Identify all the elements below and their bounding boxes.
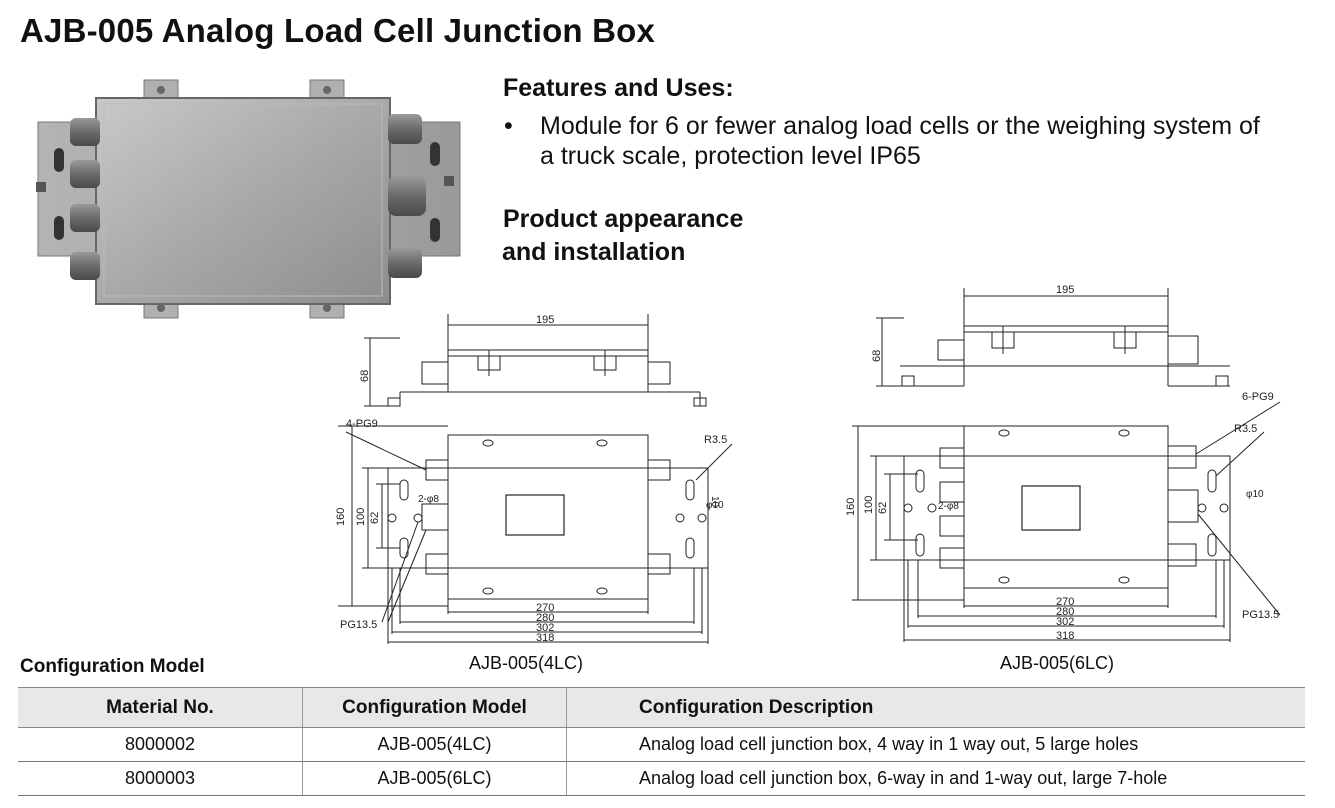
table-row: 8000003 AJB-005(6LC) Analog load cell ju…	[18, 761, 1305, 796]
dim-270: 270	[1056, 596, 1074, 608]
dim-10: 10	[709, 496, 720, 508]
features-heading: Features and Uses:	[503, 74, 734, 102]
label-pg9: 4-PG9	[346, 418, 378, 430]
cell-config-description: Analog load cell junction box, 6-way in …	[566, 761, 1305, 796]
dim-318: 318	[1056, 630, 1074, 642]
dim-195: 195	[536, 314, 554, 326]
feature-item: Module for 6 or fewer analog load cells …	[540, 112, 1260, 170]
label-holes: 2-φ8	[418, 494, 439, 505]
dim-160: 160	[845, 498, 857, 516]
appearance-heading-1: Product appearance	[503, 205, 744, 233]
caption-6lc: AJB-005(6LC)	[1000, 653, 1115, 673]
table-header-row: Material No. Configuration Model Configu…	[18, 687, 1305, 728]
label-holes: 2-φ8	[938, 501, 959, 512]
label-r35: R3.5	[1234, 423, 1257, 435]
bullet-marker: •	[504, 112, 513, 140]
product-photo	[36, 79, 461, 319]
dim-318: 318	[536, 632, 554, 644]
cell-config-model: AJB-005(4LC)	[302, 727, 567, 762]
label-pg135: PG13.5	[340, 619, 377, 631]
dim-270: 270	[536, 602, 554, 614]
dim-68: 68	[359, 370, 371, 382]
cell-material-no: 8000003	[18, 761, 303, 796]
cell-config-description: Analog load cell junction box, 4 way in …	[566, 727, 1305, 762]
dim-62: 62	[369, 512, 381, 524]
label-pg9: 6-PG9	[1242, 391, 1274, 403]
dim-68: 68	[871, 350, 883, 362]
config-table: Material No. Configuration Model Configu…	[18, 687, 1305, 796]
cell-material-no: 8000002	[18, 727, 303, 762]
dim-302: 302	[1056, 616, 1074, 628]
dim-160: 160	[335, 508, 347, 526]
page-title: AJB-005 Analog Load Cell Junction Box	[20, 12, 656, 49]
label-r35: R3.5	[704, 434, 727, 446]
dim-195: 195	[1056, 284, 1074, 296]
appearance-heading-2: and installation	[502, 238, 686, 266]
dim-100: 100	[863, 496, 875, 514]
drawing-6lc: 195 68 6-PG9 R3.5 160 100 62 2-φ8 φ10 PG…	[845, 284, 1281, 642]
header-material-no: Material No.	[18, 687, 303, 728]
label-pg135: PG13.5	[1242, 609, 1279, 621]
header-config-model: Configuration Model	[302, 687, 567, 728]
dim-280: 280	[1056, 606, 1074, 618]
dim-302: 302	[536, 622, 554, 634]
label-phi10: φ10	[706, 500, 724, 511]
label-phi10: φ10	[1246, 489, 1264, 500]
table-row: 8000002 AJB-005(4LC) Analog load cell ju…	[18, 727, 1305, 762]
dim-280: 280	[536, 612, 554, 624]
header-config-description: Configuration Description	[566, 687, 1305, 728]
dim-100: 100	[355, 508, 367, 526]
caption-4lc: AJB-005(4LC)	[469, 653, 584, 673]
cell-config-model: AJB-005(6LC)	[302, 761, 567, 796]
config-model-label: Configuration Model	[20, 656, 205, 677]
drawing-4lc: 195 68 4-PG9 R3.5 160 100 62 2-φ8 φ10 10…	[335, 314, 733, 644]
dim-62: 62	[877, 502, 889, 514]
